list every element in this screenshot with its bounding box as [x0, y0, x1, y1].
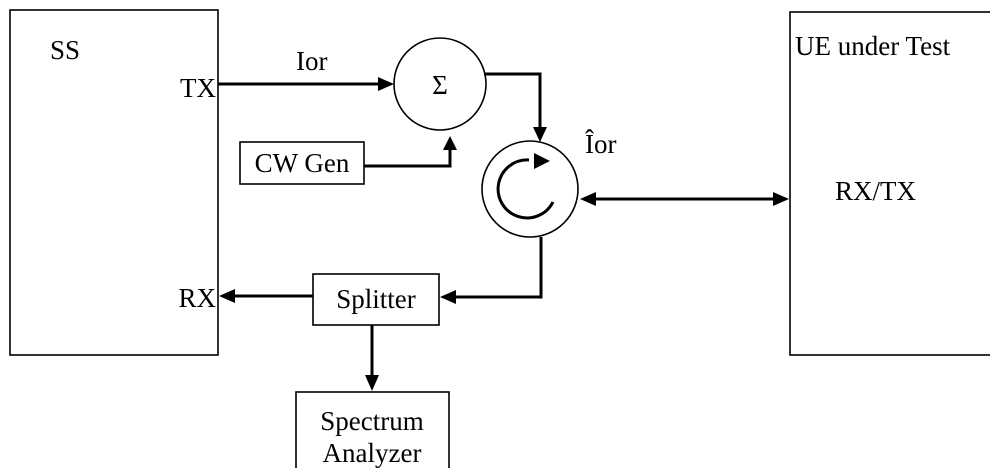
ue-block: UE under Test RX/TX: [789, 11, 990, 356]
splitter-box: [312, 273, 440, 326]
ue-box: [789, 11, 990, 356]
arrowhead-icon: [365, 375, 379, 391]
arrowhead-icon: [219, 289, 235, 303]
splitter-to-rx-connector: [219, 289, 313, 303]
ss-box: [9, 9, 219, 356]
ue-port-label: RX/TX: [835, 176, 917, 206]
tx-to-combiner-connector: [218, 77, 394, 91]
circulator-arc: [496, 158, 555, 220]
spectrum-analyzer-block: Spectrum Analyzer: [295, 391, 450, 468]
combiner-to-circulator-connector: [484, 72, 547, 142]
sum-symbol: Σ: [432, 70, 448, 100]
ior-hat-label: Îor: [585, 129, 616, 159]
arrowhead-icon: [440, 290, 456, 304]
circulator: [481, 140, 579, 238]
arrowhead-icon: [580, 192, 596, 206]
ue-label: UE under Test: [795, 31, 951, 61]
splitter-block: Splitter: [312, 273, 440, 326]
circulator-arrow-icon: [534, 153, 550, 169]
arrowhead-icon: [773, 192, 789, 206]
spectrum-analyzer-box: [295, 391, 450, 468]
circulator-to-splitter-connector: [440, 237, 543, 304]
spectrum-analyzer-label-line2: Analyzer: [323, 438, 422, 468]
splitter-to-analyzer-connector: [365, 325, 379, 391]
ss-block: SS TX RX: [9, 9, 219, 356]
cw-gen-label: CW Gen: [255, 148, 350, 178]
arrowhead-icon: [443, 136, 457, 150]
ss-rx-port-label: RX: [178, 283, 216, 313]
combiner: Σ: [393, 37, 487, 131]
arrowhead-icon: [533, 127, 547, 142]
circulator-circle: [481, 140, 579, 238]
spectrum-analyzer-label-line1: Spectrum: [320, 406, 423, 436]
ss-tx-port-label: TX: [180, 73, 216, 103]
circulator-ue-connector: [580, 192, 789, 206]
ss-label: SS: [50, 35, 80, 65]
cwgen-to-combiner-connector: [364, 136, 457, 168]
arrowhead-icon: [378, 77, 394, 91]
cw-gen-block: CW Gen: [239, 141, 365, 185]
splitter-label: Splitter: [336, 284, 416, 314]
ior-label: Ior: [296, 46, 327, 76]
cw-gen-box: [239, 141, 365, 185]
